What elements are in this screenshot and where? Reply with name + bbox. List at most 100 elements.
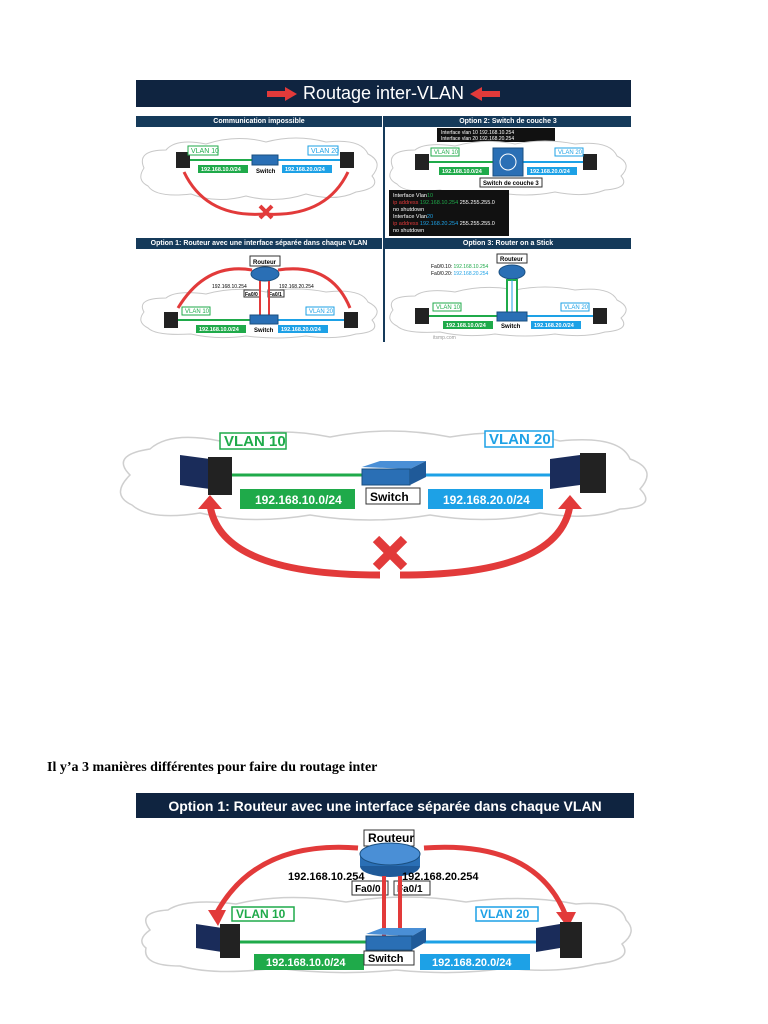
- router-label: Routeur: [500, 257, 524, 263]
- blocked-x-icon: [372, 535, 408, 571]
- svg-text:ip address 192.168.10.254 255.: ip address 192.168.10.254 255.255.255.0: [393, 200, 495, 206]
- router-icon: [250, 266, 280, 282]
- vlan10-net: 192.168.10.0/24: [442, 169, 483, 175]
- svg-text:VLAN 10: VLAN 10: [436, 305, 461, 311]
- vlan20-label: VLAN 20: [558, 150, 583, 156]
- vlan10-label: VLAN 10: [191, 148, 219, 155]
- panel-2-diagram: Interface vlan 10 192.168.10.254 Interfa…: [389, 128, 627, 236]
- switch-label: Switch: [370, 490, 409, 504]
- panel-4-diagram: Routeur Fa0/0.10: 192.168.10.254 Fa0/0.2…: [389, 253, 627, 341]
- router-label: Routeur: [253, 260, 277, 266]
- route-arc-right: [423, 844, 569, 917]
- switch-icon: [496, 311, 528, 322]
- router-label: Routeur: [368, 831, 414, 845]
- vlan10-label-box: [187, 145, 219, 156]
- svg-text:Fa0/0: Fa0/0: [355, 884, 381, 895]
- svg-text:ip address 192.168.20.254 255.: ip address 192.168.20.254 255.255.255.0: [393, 221, 495, 227]
- vlan20-net: 192.168.20.0/24: [443, 493, 530, 507]
- vlan20-label-box: [307, 145, 339, 156]
- option1-diagram: Routeur 192.168.10.254 192.168.20.254 Fa…: [141, 829, 632, 974]
- option1-title: Option 1: Routeur avec une interface sép…: [168, 797, 602, 814]
- svg-text:Fa0/0.20: 192.168.20.254: Fa0/0.20: 192.168.20.254: [431, 271, 489, 277]
- svg-text:192.168.10.254: 192.168.10.254: [288, 871, 365, 883]
- infographic-title: Routage inter-VLAN: [302, 83, 465, 103]
- iface-line-1: Interface vlan 10 192.168.10.254: [441, 130, 514, 136]
- vlan10-label: VLAN 10: [236, 907, 286, 921]
- vlan20-net: 192.168.20.0/24: [285, 167, 326, 173]
- vlan10-net: 192.168.10.0/24: [201, 167, 242, 173]
- switch-icon: [365, 928, 426, 951]
- infographic: Routage inter-VLAN Communication impossi…: [136, 80, 631, 342]
- route-arc-left: [213, 844, 359, 916]
- vlan10-net: 192.168.10.0/24: [266, 957, 346, 969]
- iface-line-2: Interface vlan 20 192.168.20.254: [441, 136, 514, 142]
- pc-left-icon: [180, 455, 232, 495]
- svg-text:192.168.10.254: 192.168.10.254: [212, 284, 247, 290]
- svg-text:Interface Vlan20: Interface Vlan20: [393, 214, 433, 220]
- intro-text: Il y’a 3 manières différentes pour faire…: [47, 760, 378, 775]
- option1-banner: Option 1: Routeur avec une interface sép…: [136, 793, 634, 818]
- vlan10-net-box: [198, 165, 248, 173]
- svg-text:Fa0/0: Fa0/0: [245, 292, 258, 298]
- svg-text:VLAN 20: VLAN 20: [564, 305, 589, 311]
- router-icon: [498, 264, 526, 280]
- svg-text:Interface Vlan10: Interface Vlan10: [393, 193, 433, 199]
- svg-text:192.168.20.254: 192.168.20.254: [402, 871, 479, 883]
- svg-text:192.168.10.0/24: 192.168.10.0/24: [199, 327, 240, 333]
- svg-text:Switch: Switch: [501, 324, 521, 330]
- switch-label: Switch: [368, 953, 404, 965]
- iface-config-box: [437, 128, 555, 142]
- svg-text:Fa0/1: Fa0/1: [397, 884, 423, 895]
- switch-icon: [249, 314, 279, 325]
- svg-text:Fa0/1: Fa0/1: [269, 292, 282, 298]
- vlan10-label: VLAN 10: [434, 150, 459, 156]
- svg-text:192.168.20.254: 192.168.20.254: [279, 284, 314, 290]
- pc-right-icon: [536, 922, 582, 958]
- blocked-arc-right: [399, 504, 574, 579]
- blocked-x-icon: [258, 204, 274, 220]
- panel-header-communication-impossible: Communication impossible: [136, 116, 382, 127]
- pc-right-icon: [340, 152, 354, 168]
- svg-text:192.168.20.0/24: 192.168.20.0/24: [281, 327, 322, 333]
- pc-left-icon: [196, 924, 240, 958]
- credit: itsmp.com: [433, 335, 456, 341]
- vlan20-label: VLAN 20: [311, 148, 339, 155]
- switch-label: Switch: [256, 169, 276, 175]
- pc-right-icon: [583, 154, 597, 170]
- l3-switch-label: Switch de couche 3: [483, 181, 539, 187]
- svg-text:192.168.10.0/24: 192.168.10.0/24: [446, 323, 487, 329]
- panel-1-diagram: VLAN 10 VLAN 20 192.168.10.0/24 192.168.…: [140, 137, 378, 220]
- pc-right-icon: [550, 453, 606, 493]
- router-icon: [359, 842, 421, 877]
- switch-icon: [361, 461, 426, 486]
- pc-left-icon: [415, 154, 429, 170]
- vlan20-net-box: [282, 165, 332, 173]
- panel-header-option-1: Option 1: Routeur avec une interface sép…: [136, 238, 382, 249]
- svg-text:Fa0/0.10: 192.168.10.254: Fa0/0.10: 192.168.10.254: [431, 264, 489, 270]
- vlan20-label: VLAN 20: [489, 431, 551, 448]
- cli-config-box: [389, 190, 509, 236]
- svg-text:Switch: Switch: [254, 328, 274, 334]
- panel-header-option-3: Option 3: Router on a Stick: [385, 238, 631, 249]
- vlan10-label: VLAN 10: [224, 433, 286, 450]
- svg-text:192.168.20.0/24: 192.168.20.0/24: [534, 323, 575, 329]
- blocked-arc-left: [206, 504, 381, 579]
- vlan20-label: VLAN 20: [480, 907, 530, 921]
- vlan20-net: 192.168.20.0/24: [432, 957, 512, 969]
- pc-left-icon: [176, 152, 190, 168]
- vlan20-net: 192.168.20.0/24: [530, 169, 571, 175]
- svg-text:VLAN 10: VLAN 10: [185, 309, 210, 315]
- l3-switch-icon: [492, 147, 524, 177]
- large-diagram: VLAN 10 VLAN 20 192.168.10.0/24 192.168.…: [119, 430, 648, 579]
- panel-header-option-2: Option 2: Switch de couche 3: [385, 116, 631, 127]
- left-arrow-icon: [470, 86, 501, 101]
- svg-text:VLAN 20: VLAN 20: [309, 309, 334, 315]
- vertical-divider: [383, 116, 385, 342]
- panel-3-diagram: Routeur 192.168.10.254 192.168.20.254 Fa…: [140, 255, 378, 339]
- svg-text:no shutdown: no shutdown: [393, 228, 424, 234]
- svg-text:no shutdown: no shutdown: [393, 207, 424, 213]
- right-arrow-icon: [266, 86, 297, 101]
- infographic-banner: Routage inter-VLAN: [136, 80, 631, 107]
- switch-icon: [251, 154, 279, 166]
- vlan10-net: 192.168.10.0/24: [255, 493, 342, 507]
